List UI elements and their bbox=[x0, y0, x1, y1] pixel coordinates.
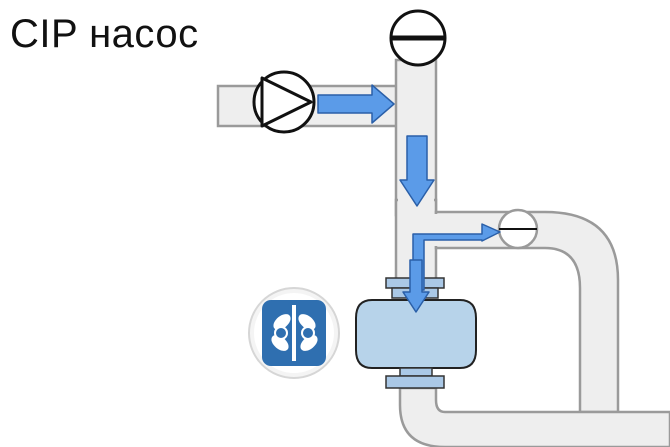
diagram-title: CIP насос bbox=[10, 12, 199, 56]
flow-arrows bbox=[317, 84, 501, 313]
bottom-return-pipe bbox=[398, 386, 670, 447]
upper-valve-icon bbox=[389, 9, 447, 67]
side-valve-icon bbox=[497, 208, 539, 250]
flow-arrow-down-upper bbox=[399, 135, 435, 207]
pump-icon bbox=[252, 70, 316, 134]
return-loop-pipe bbox=[434, 210, 620, 414]
twin-screw-pump-logo-icon bbox=[248, 287, 340, 379]
vessel-bottom-flange bbox=[385, 375, 445, 389]
flow-arrow-into-vessel bbox=[402, 259, 430, 313]
vessel-body bbox=[355, 299, 477, 369]
flow-arrow-inlet bbox=[317, 84, 395, 124]
